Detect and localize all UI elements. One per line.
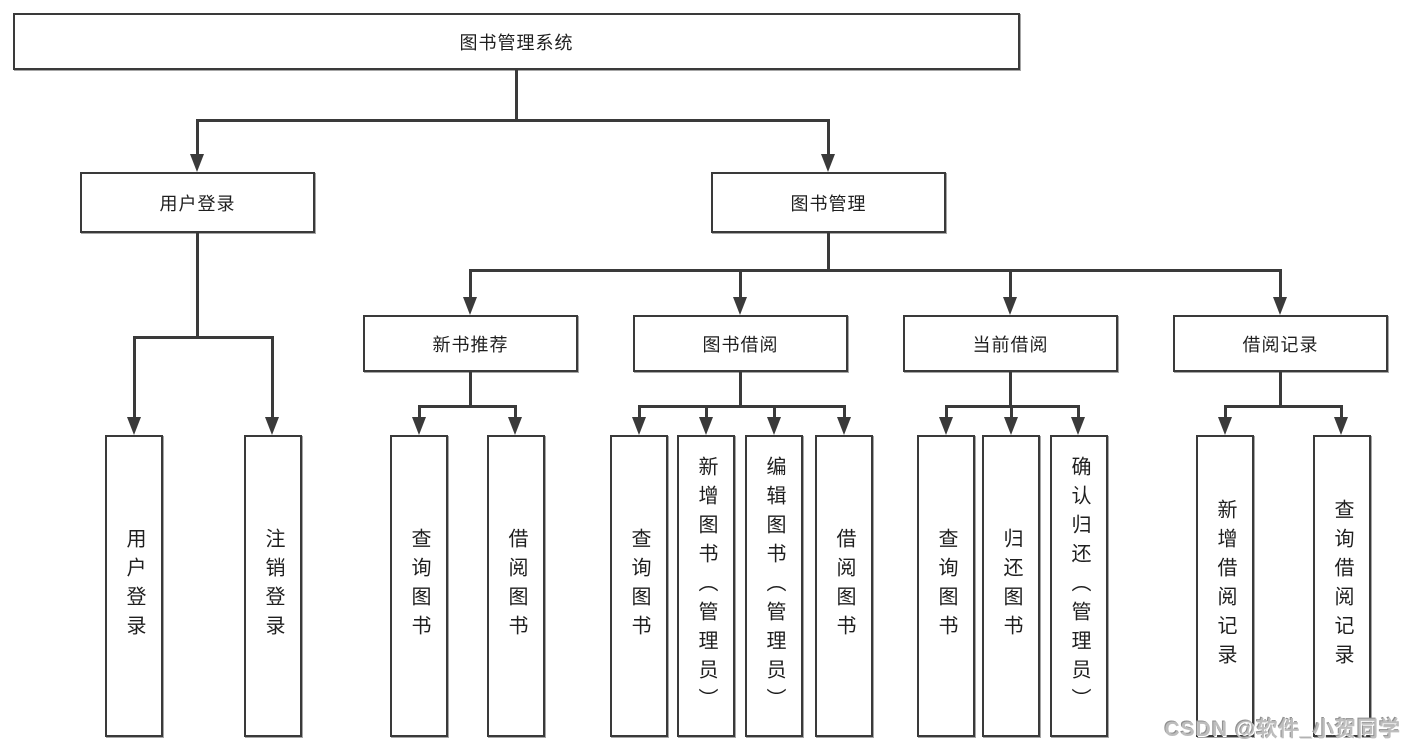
node-br-add-record-label: 新增借阅记录 [1214,499,1236,673]
node-user-login-label: 用户登录 [123,528,145,644]
node-current-borrow-label: 当前借阅 [972,334,1049,355]
node-nbr-borrow-book: 借阅图书 [487,435,545,737]
node-cb-return-book: 归还图书 [982,435,1040,737]
arrow-down-icon [463,297,477,315]
node-nbr-query-book-label: 查询图书 [408,528,430,644]
arrow-down-icon [190,154,204,172]
node-cb-confirm-return-label: 确认归还（管理员） [1068,455,1090,717]
node-cb-query-book: 查询图书 [917,435,975,737]
connector-drop-cb-confirm [1077,405,1080,419]
node-cb-confirm-return: 确认归还（管理员） [1050,435,1108,737]
connector-bus-root [196,119,830,122]
connector-drop-borrow-records [1279,269,1282,299]
arrow-down-icon [733,297,747,315]
connector-drop-cb-return [1010,405,1013,419]
node-new-book-rec-label: 新书推荐 [432,334,509,355]
connector-drop-user-login-group [196,119,199,157]
node-bb-add-book: 新增图书（管理员） [677,435,735,737]
connector-drop-bb-borrow [843,405,846,419]
connector-drop-br-query [1340,405,1343,419]
arrow-down-icon [1004,417,1018,435]
node-bb-query-book: 查询图书 [610,435,668,737]
connector-bus-new-book-rec [418,405,517,408]
arrow-down-icon [837,417,851,435]
connector-drop-user-login [133,336,136,419]
arrow-down-icon [821,154,835,172]
connector-drop-logout [271,336,274,419]
connector-drop-current-borrow [1009,269,1012,299]
connector-bus-book-mgmt [469,269,1281,272]
arrow-down-icon [265,417,279,435]
connector-drop-bb-query [638,405,641,419]
connector-stem-book-borrow [739,372,742,406]
node-bb-borrow-book: 借阅图书 [815,435,873,737]
connector-stem-user-login-group [196,233,199,337]
arrow-down-icon [508,417,522,435]
node-new-book-rec: 新书推荐 [363,315,578,372]
arrow-down-icon [127,417,141,435]
node-user-login-group-label: 用户登录 [159,193,236,214]
connector-drop-book-mgmt [827,119,830,157]
node-br-query-record-label: 查询借阅记录 [1331,499,1353,673]
connector-stem-borrow-records [1279,372,1282,406]
node-root: 图书管理系统 [13,13,1020,70]
node-bb-add-book-label: 新增图书（管理员） [695,455,717,717]
arrow-down-icon [939,417,953,435]
node-book-borrow: 图书借阅 [633,315,848,372]
connector-stem-new-book-rec [469,372,472,406]
arrow-down-icon [1218,417,1232,435]
arrow-down-icon [1273,297,1287,315]
connector-drop-cb-query [945,405,948,419]
connector-drop-new-book-rec [469,269,472,299]
arrow-down-icon [699,417,713,435]
csdn-watermark: CSDN @软件_小贺同学 [1164,718,1401,741]
connector-drop-nbr-query [418,405,421,419]
connector-drop-br-add [1224,405,1227,419]
node-root-label: 图书管理系统 [459,32,574,53]
connector-bus-user-login-group [133,336,273,339]
node-nbr-query-book: 查询图书 [390,435,448,737]
node-book-mgmt: 图书管理 [711,172,946,233]
arrow-down-icon [412,417,426,435]
connector-bus-book-borrow [638,405,845,408]
node-book-borrow-label: 图书借阅 [702,334,779,355]
arrow-down-icon [767,417,781,435]
arrow-down-icon [632,417,646,435]
arrow-down-icon [1003,297,1017,315]
node-bb-query-book-label: 查询图书 [628,528,650,644]
arrow-down-icon [1334,417,1348,435]
node-borrow-records-label: 借阅记录 [1242,334,1319,355]
node-br-query-record: 查询借阅记录 [1313,435,1371,737]
node-br-add-record: 新增借阅记录 [1196,435,1254,737]
node-bb-edit-book: 编辑图书（管理员） [745,435,803,737]
node-cb-query-book-label: 查询图书 [935,528,957,644]
connector-drop-bb-edit [773,405,776,419]
connector-drop-nbr-borrow [514,405,517,419]
node-user-login: 用户登录 [105,435,163,737]
node-bb-edit-book-label: 编辑图书（管理员） [763,455,785,717]
connector-stem-current-borrow [1009,372,1012,406]
node-bb-borrow-book-label: 借阅图书 [833,528,855,644]
node-logout-label: 注销登录 [262,528,284,644]
node-book-mgmt-label: 图书管理 [790,193,867,214]
connector-bus-borrow-records [1224,405,1342,408]
node-borrow-records: 借阅记录 [1173,315,1388,372]
node-cb-return-book-label: 归还图书 [1000,528,1022,644]
connector-drop-book-borrow [739,269,742,299]
connector-stem-root [515,70,518,120]
arrow-down-icon [1071,417,1085,435]
connector-stem-book-mgmt [827,233,830,270]
node-logout: 注销登录 [244,435,302,737]
connector-drop-bb-add [705,405,708,419]
node-current-borrow: 当前借阅 [903,315,1118,372]
node-user-login-group: 用户登录 [80,172,315,233]
node-nbr-borrow-book-label: 借阅图书 [505,528,527,644]
